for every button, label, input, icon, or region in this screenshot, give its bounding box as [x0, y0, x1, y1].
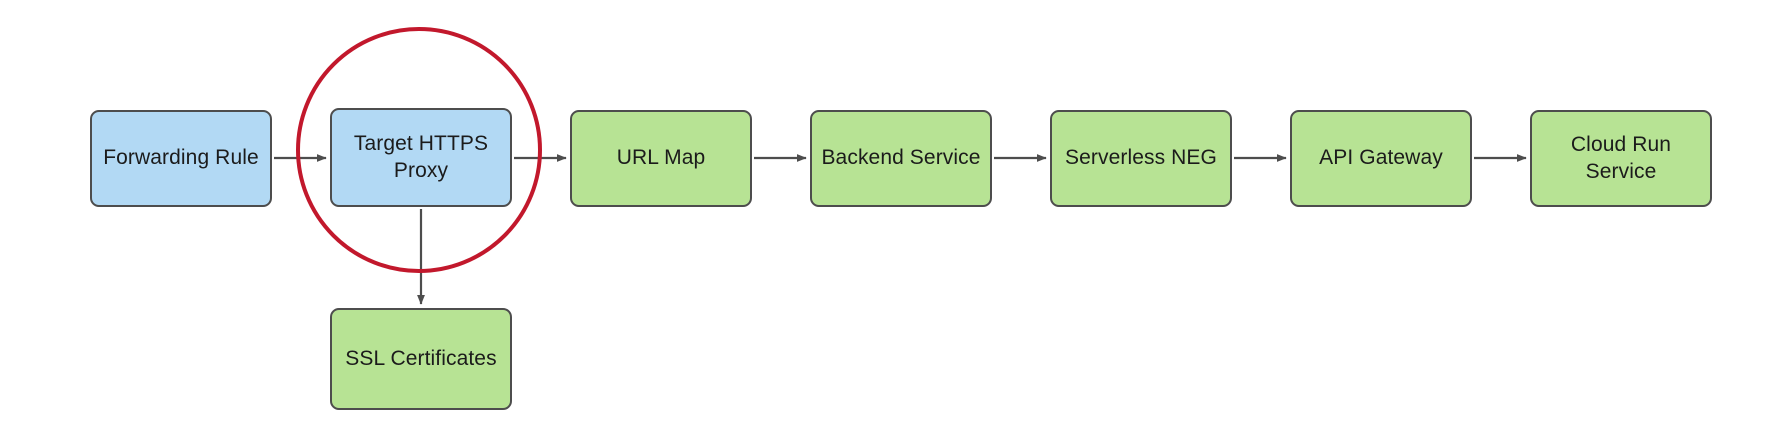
- node-cloud-run-service[interactable]: Cloud Run Service: [1530, 110, 1712, 207]
- node-label: URL Map: [616, 146, 706, 170]
- node-label: SSL Certificates: [345, 346, 497, 370]
- node-url-map[interactable]: URL Map: [570, 110, 752, 207]
- node-label: Serverless NEG: [1065, 146, 1217, 170]
- node-label: API Gateway: [1319, 146, 1443, 170]
- node-backend-service[interactable]: Backend Service: [810, 110, 992, 207]
- node-serverless-neg[interactable]: Serverless NEG: [1050, 110, 1232, 207]
- node-label: Cloud Run Service: [1570, 132, 1672, 183]
- node-ssl-certificates[interactable]: SSL Certificates: [330, 308, 512, 410]
- node-forwarding-rule[interactable]: Forwarding Rule: [90, 110, 272, 207]
- node-label: Target HTTPS Proxy: [353, 131, 489, 182]
- node-label: Backend Service: [821, 146, 981, 170]
- node-label: Forwarding Rule: [103, 146, 259, 170]
- node-target-https-proxy[interactable]: Target HTTPS Proxy: [330, 108, 512, 207]
- node-api-gateway[interactable]: API Gateway: [1290, 110, 1472, 207]
